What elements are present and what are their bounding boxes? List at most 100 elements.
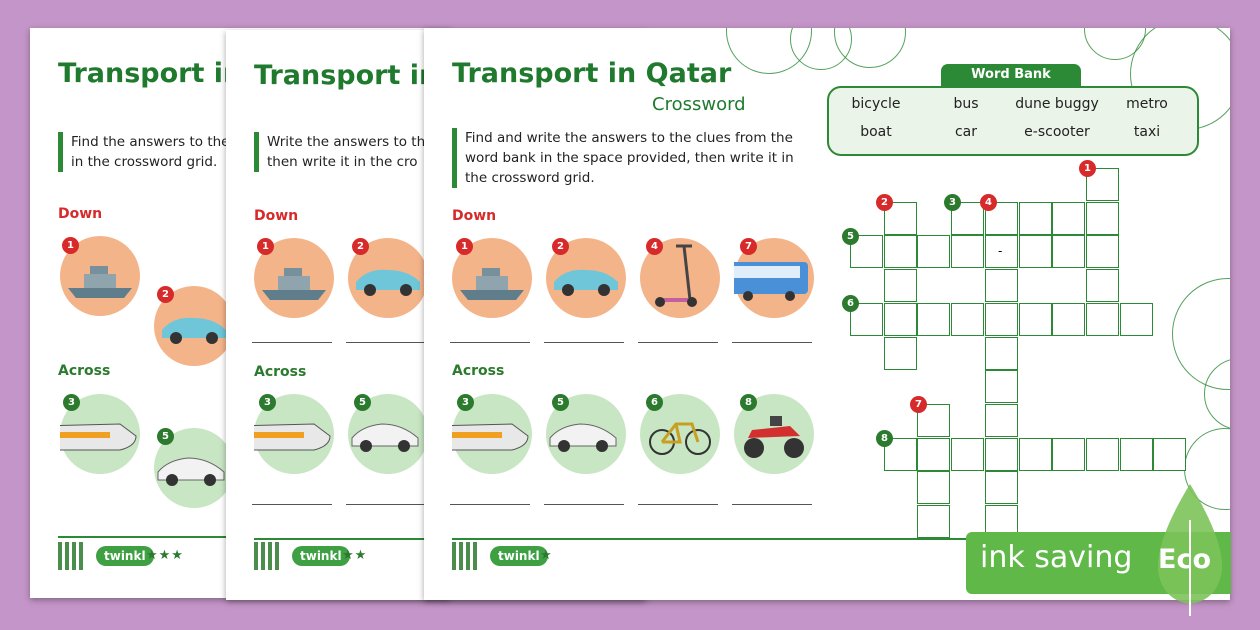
crossword-cell[interactable] bbox=[984, 235, 1018, 269]
crossword-cell[interactable] bbox=[951, 235, 985, 269]
crossword-cell[interactable] bbox=[951, 437, 985, 471]
answer-line[interactable] bbox=[638, 504, 718, 505]
clue-number: 8 bbox=[740, 394, 757, 411]
answer-line[interactable] bbox=[346, 342, 426, 343]
crossword-cell[interactable] bbox=[1052, 302, 1086, 336]
crossword-cell[interactable] bbox=[1119, 437, 1153, 471]
crossword-cell[interactable] bbox=[883, 336, 917, 370]
crossword-cell[interactable] bbox=[883, 302, 917, 336]
grid-number: 1 bbox=[1079, 160, 1096, 177]
crossword-cell[interactable] bbox=[1052, 235, 1086, 269]
crossword-cell[interactable] bbox=[1018, 235, 1052, 269]
word-bank-word: bus bbox=[953, 96, 979, 112]
across-heading: Across bbox=[452, 363, 505, 379]
twinkl-logo: twinkl bbox=[490, 546, 548, 566]
clue-number: 1 bbox=[62, 237, 79, 254]
instructions: Find and write the answers to the clues … bbox=[452, 128, 815, 188]
across-heading: Across bbox=[254, 364, 307, 380]
crossword-cell[interactable] bbox=[1085, 269, 1119, 303]
worksheet-one-star: Transport in Qatar Crossword Find and wr… bbox=[424, 28, 1230, 600]
crossword-cell[interactable] bbox=[984, 370, 1018, 404]
word-bank-word: dune buggy bbox=[1015, 96, 1099, 112]
word-bank-title: Word Bank bbox=[941, 64, 1081, 86]
answer-line[interactable] bbox=[544, 342, 624, 343]
answer-line[interactable] bbox=[544, 504, 624, 505]
crossword-cell[interactable] bbox=[917, 302, 951, 336]
instructions-line: Find and write the answers to the clues … bbox=[465, 130, 793, 146]
crossword-cell[interactable] bbox=[917, 437, 951, 471]
down-heading: Down bbox=[58, 206, 103, 222]
crossword-cell[interactable] bbox=[984, 403, 1018, 437]
car-icon bbox=[351, 423, 419, 452]
crossword-cell[interactable] bbox=[951, 302, 985, 336]
eco-badge-label: Eco bbox=[1158, 544, 1211, 575]
crossword-cell[interactable] bbox=[1085, 201, 1119, 235]
word-bank bbox=[827, 86, 1199, 156]
instructions-line: Write the answers to the bbox=[267, 134, 434, 150]
taxi-icon bbox=[162, 317, 226, 344]
leaf-icon bbox=[1157, 484, 1223, 616]
crossword-cell[interactable] bbox=[1052, 201, 1086, 235]
crossword-cell[interactable] bbox=[1153, 437, 1187, 471]
clue-number: 7 bbox=[740, 238, 757, 255]
crossword-cell[interactable] bbox=[1018, 302, 1052, 336]
taxi-icon bbox=[554, 269, 618, 296]
qr-code-icon bbox=[254, 542, 282, 570]
crossword-cell[interactable] bbox=[1085, 235, 1119, 269]
grid-number: 3 bbox=[944, 194, 961, 211]
clue-number: 2 bbox=[352, 238, 369, 255]
across-heading: Across bbox=[58, 363, 111, 379]
crossword-cell[interactable] bbox=[1018, 201, 1052, 235]
instructions-line: then write it in the cro bbox=[267, 154, 418, 170]
answer-line[interactable] bbox=[638, 342, 718, 343]
word-bank-word: car bbox=[954, 124, 978, 140]
boat-icon bbox=[460, 268, 524, 300]
twinkl-logo: twinkl bbox=[96, 546, 154, 566]
grid-number: 6 bbox=[842, 295, 859, 312]
word-bank-word: e-scooter bbox=[1024, 124, 1090, 140]
clue-number: 2 bbox=[552, 238, 569, 255]
answer-line[interactable] bbox=[732, 342, 812, 343]
crossword-cell[interactable] bbox=[917, 505, 951, 538]
answer-line[interactable] bbox=[252, 504, 332, 505]
crossword-cell[interactable] bbox=[984, 302, 1018, 336]
clue-number: 3 bbox=[259, 394, 276, 411]
answer-line[interactable] bbox=[346, 504, 426, 505]
grid-hyphen: - bbox=[998, 244, 1003, 258]
answer-line[interactable] bbox=[450, 504, 530, 505]
clue-image-circle bbox=[348, 394, 428, 474]
answer-line[interactable] bbox=[450, 342, 530, 343]
word-bank-word: taxi bbox=[1133, 124, 1161, 140]
crossword-cell[interactable] bbox=[917, 471, 951, 505]
boat-icon bbox=[68, 266, 132, 298]
crossword-cell[interactable] bbox=[1085, 302, 1119, 336]
crossword-cell[interactable] bbox=[1018, 437, 1052, 471]
taxi-icon bbox=[356, 269, 420, 296]
crossword-cell[interactable] bbox=[1085, 437, 1119, 471]
crossword-cell[interactable] bbox=[984, 471, 1018, 505]
eco-badge-text: ink saving bbox=[980, 540, 1133, 575]
clue-image-circle bbox=[546, 238, 626, 318]
crossword-cell[interactable] bbox=[1052, 437, 1086, 471]
instructions-line: Find the answers to the bbox=[71, 134, 230, 150]
metro-icon bbox=[431, 423, 529, 451]
bus-icon bbox=[728, 262, 808, 301]
answer-line[interactable] bbox=[732, 504, 812, 505]
word-bank-word: boat bbox=[860, 124, 892, 140]
crossword-cell[interactable] bbox=[883, 269, 917, 303]
crossword-cell[interactable] bbox=[917, 235, 951, 269]
crossword-cell[interactable] bbox=[984, 336, 1018, 370]
crossword-cell[interactable] bbox=[1119, 302, 1153, 336]
grid-number: 7 bbox=[910, 396, 927, 413]
metro-icon bbox=[39, 423, 137, 451]
instructions-line: word bank in the space provided, then wr… bbox=[465, 150, 794, 166]
grid-number: 2 bbox=[876, 194, 893, 211]
crossword-cell[interactable] bbox=[883, 235, 917, 269]
crossword-cell[interactable] bbox=[984, 437, 1018, 471]
answer-line[interactable] bbox=[252, 342, 332, 343]
clue-number: 2 bbox=[157, 286, 174, 303]
worksheet-title: Transport in Qatar bbox=[452, 58, 732, 89]
difficulty-stars: ★★ bbox=[342, 548, 368, 563]
crossword-cell[interactable] bbox=[984, 269, 1018, 303]
clue-image-circle bbox=[728, 238, 814, 318]
